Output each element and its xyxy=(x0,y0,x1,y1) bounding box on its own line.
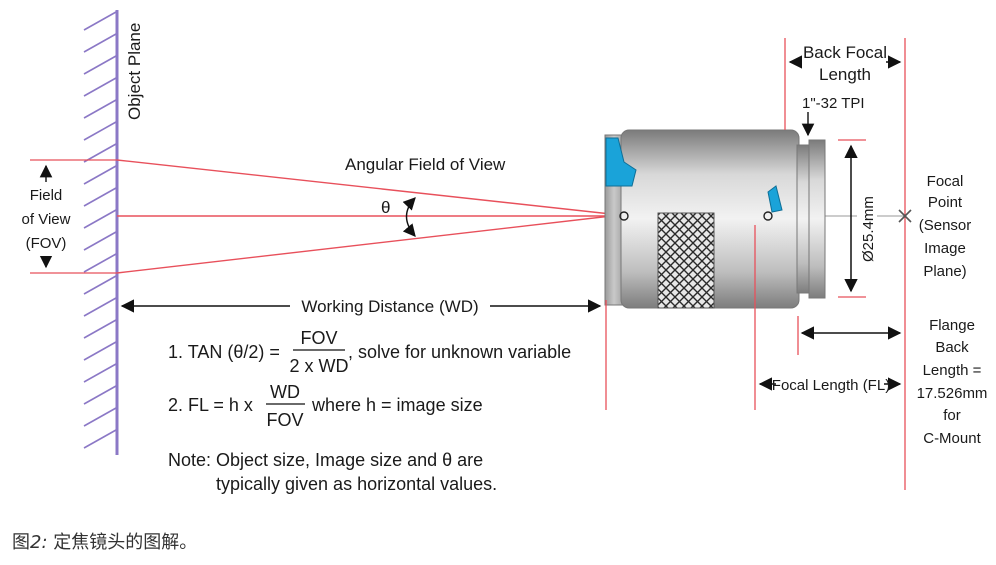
diameter-label: Ø25.4mm xyxy=(860,196,877,262)
focal-length-label: Focal Length (FL) xyxy=(772,377,890,394)
focal-point-line2: Point xyxy=(928,194,963,211)
object-plane-hatching xyxy=(83,11,117,449)
ray-lines xyxy=(116,159,621,274)
caption-prefix: 图 xyxy=(12,532,30,553)
fixed-focal-lens-diagram: Object Plane Field of View (FOV) Angular… xyxy=(14,10,988,494)
lower-ray xyxy=(116,214,621,274)
fov-label-line2: of View xyxy=(22,211,71,228)
note-line2: typically given as horizontal values. xyxy=(216,474,497,494)
lens xyxy=(604,129,826,309)
front-principal-point xyxy=(619,211,629,221)
fov-label-line3: (FOV) xyxy=(26,235,67,252)
flange-line4: 17.526mm xyxy=(917,385,988,402)
formula2-suffix: where h = image size xyxy=(311,395,483,415)
upper-ray xyxy=(116,159,621,216)
working-distance-label: Working Distance (WD) xyxy=(301,297,478,316)
lens-front-accent xyxy=(605,137,637,187)
formula2-numerator: WD xyxy=(270,382,300,402)
formula1-prefix: 1. TAN (θ/2) = xyxy=(168,342,280,362)
flange-line3: Length = xyxy=(923,362,982,379)
formula2-prefix: 2. FL = h x xyxy=(168,395,253,415)
thread-label: 1"-32 TPI xyxy=(802,95,865,112)
figure-caption: 图2: 定焦镜头的图解。 xyxy=(12,528,197,554)
focal-point-marker xyxy=(898,209,912,223)
formula2-denominator: FOV xyxy=(266,410,303,430)
flange-back-length: Flange Back Length = 17.526mm for C-Moun… xyxy=(797,316,988,447)
formula1-numerator: FOV xyxy=(300,328,337,348)
focal-point-line4: Image xyxy=(924,240,966,257)
focal-point: Focal Point (Sensor Image Plane) xyxy=(898,173,972,280)
focal-point-line3: (Sensor xyxy=(919,217,972,234)
flange-line1: Flange xyxy=(929,317,975,334)
object-plane: Object Plane xyxy=(83,10,144,455)
lens-knurled-ring xyxy=(657,212,715,309)
rear-principal-point xyxy=(763,211,773,221)
lens-thread-mount xyxy=(808,139,826,299)
flange-line5: for xyxy=(943,407,961,424)
diameter: Ø25.4mm xyxy=(838,139,877,298)
field-of-view: Field of View (FOV) xyxy=(14,159,117,274)
focal-point-line5: Plane) xyxy=(923,263,966,280)
back-focal-label-line2: Length xyxy=(819,65,871,84)
note-line1: Note: Object size, Image size and θ are xyxy=(168,450,483,470)
focal-point-line1: Focal xyxy=(927,173,964,190)
object-plane-label: Object Plane xyxy=(125,23,144,120)
angular-fov: Angular Field of View θ xyxy=(345,155,506,237)
theta-symbol: θ xyxy=(381,198,390,217)
working-distance: Working Distance (WD) xyxy=(120,297,607,410)
theta-arc-arrow xyxy=(402,197,416,237)
focal-length: Focal Length (FL) xyxy=(754,225,902,410)
lens-rear-accent xyxy=(767,185,783,213)
fov-label-line1: Field xyxy=(30,187,63,204)
caption-number: 2: xyxy=(30,532,48,553)
formula1-suffix: , solve for unknown variable xyxy=(348,342,571,362)
flange-line2: Back xyxy=(935,339,969,356)
formula1-denominator: 2 x WD xyxy=(289,356,348,376)
thread-spec: 1"-32 TPI xyxy=(801,95,865,137)
flange-line6: C-Mount xyxy=(923,430,981,447)
formulas: 1. TAN (θ/2) = FOV 2 x WD , solve for un… xyxy=(168,328,571,494)
caption-text: 定焦镜头的图解。 xyxy=(47,532,198,553)
back-focal-length: Back Focal Length xyxy=(784,38,906,490)
angular-fov-label: Angular Field of View xyxy=(345,155,506,174)
back-focal-label-line1: Back Focal xyxy=(803,43,887,62)
